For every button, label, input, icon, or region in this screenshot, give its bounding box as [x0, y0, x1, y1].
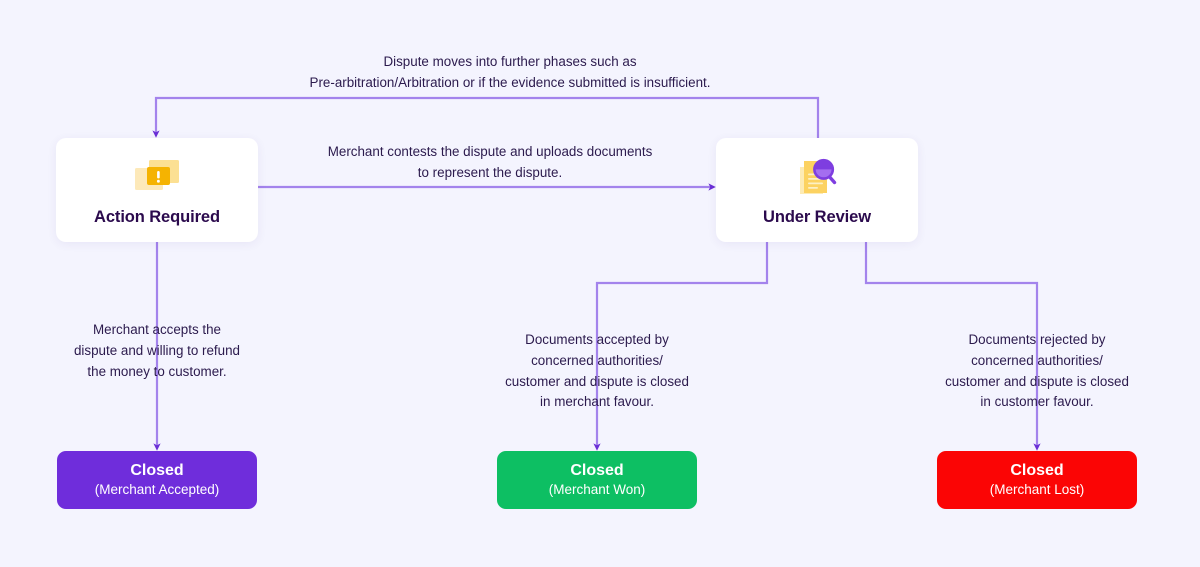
- outcome-title: Closed: [570, 462, 624, 480]
- edge-label-documents-accepted: Documents accepted by concerned authorit…: [505, 332, 689, 410]
- outcome-subtitle: (Merchant Accepted): [94, 481, 220, 497]
- outcome-subtitle: (Merchant Lost): [989, 481, 1085, 497]
- outcome-title: Closed: [130, 462, 184, 480]
- edge-label-merchant-accepts: Merchant accepts the dispute and willing…: [73, 322, 240, 379]
- outcome-closed-merchant-lost[interactable]: Closed (Merchant Lost): [937, 451, 1137, 509]
- edge-under-review-to-action-required: [152, 96, 820, 138]
- outcome-closed-merchant-won[interactable]: Closed (Merchant Won): [497, 451, 697, 509]
- outcome-title: Closed: [1010, 462, 1064, 480]
- edge-label-merchant-contests: Merchant contests the dispute and upload…: [327, 144, 653, 180]
- outcome-subtitle: (Merchant Won): [548, 481, 646, 497]
- edge-label-further-phases: Dispute moves into further phases such a…: [309, 54, 711, 90]
- node-action-required[interactable]: Action Required: [56, 138, 258, 242]
- outcome-closed-merchant-accepted[interactable]: Closed (Merchant Accepted): [57, 451, 257, 509]
- edge-label-documents-rejected: Documents rejected by concerned authorit…: [945, 332, 1129, 410]
- document-magnifier-icon: [793, 154, 841, 200]
- node-title: Under Review: [763, 207, 871, 226]
- warning-exclamation-icon: [133, 154, 181, 200]
- node-under-review[interactable]: Under Review: [716, 138, 918, 242]
- node-title: Action Required: [94, 207, 220, 226]
